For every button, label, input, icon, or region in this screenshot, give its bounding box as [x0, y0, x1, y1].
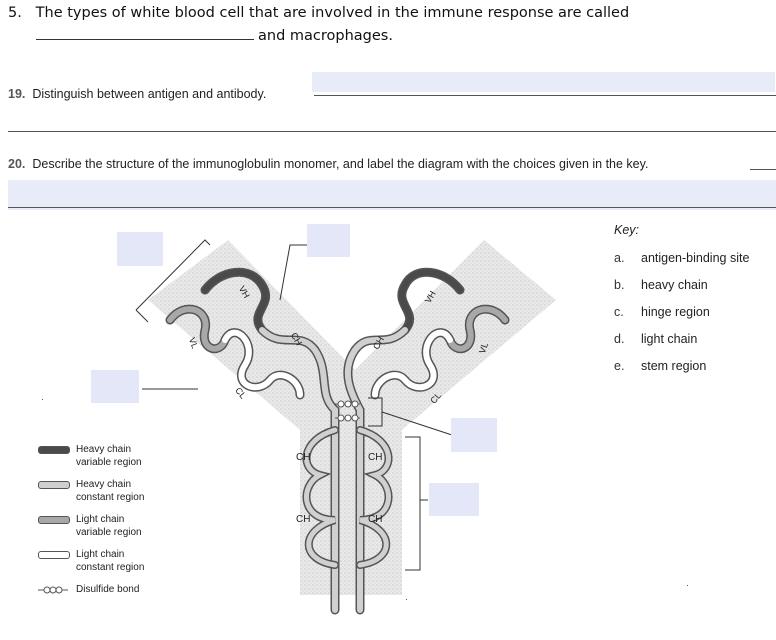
light-variable-swatch	[38, 516, 70, 524]
key-title: Key:	[614, 223, 749, 237]
print-speck	[42, 399, 43, 400]
legend-item: Light chain constant region	[38, 548, 166, 574]
answer-box-light-chain[interactable]	[91, 370, 139, 403]
key-label: heavy chain	[641, 278, 708, 305]
ch-label-right-mid: CH	[368, 452, 382, 463]
key-label: stem region	[641, 359, 706, 386]
heavy-variable-swatch	[38, 446, 70, 454]
key-letter: c.	[614, 305, 641, 332]
print-speck	[406, 599, 407, 600]
key-item: b.heavy chain	[614, 278, 749, 305]
legend-label: Heavy chain variable region	[76, 443, 166, 469]
ch-label-left-mid: CH	[296, 452, 310, 463]
legend-item: Heavy chain constant region	[38, 478, 166, 504]
legend-item: Disulfide bond	[38, 583, 166, 596]
diagram-legend: Heavy chain variable region Heavy chain …	[38, 443, 166, 605]
key-item: e.stem region	[614, 359, 749, 386]
key-label: hinge region	[641, 305, 710, 332]
top-pointer-line	[280, 245, 308, 300]
answer-box-stem[interactable]	[429, 483, 479, 516]
legend-item: Light chain variable region	[38, 513, 166, 539]
legend-label: Disulfide bond	[76, 583, 166, 596]
key-item: a.antigen-binding site	[614, 251, 749, 278]
light-constant-swatch	[38, 551, 70, 559]
print-speck	[687, 585, 688, 586]
legend-label: Heavy chain constant region	[76, 478, 166, 504]
ch-label-left-low: CH	[296, 514, 310, 525]
key-letter: e.	[614, 359, 641, 386]
answer-box-hinge[interactable]	[451, 418, 497, 452]
stem-bracket	[405, 437, 420, 570]
legend-label: Light chain variable region	[76, 513, 166, 539]
legend-item: Heavy chain variable region	[38, 443, 166, 469]
key-item: c.hinge region	[614, 305, 749, 332]
answer-box-top[interactable]	[307, 224, 350, 257]
key-item: d.light chain	[614, 332, 749, 359]
key-letter: d.	[614, 332, 641, 359]
key-label: antigen-binding site	[641, 251, 749, 278]
key-letter: a.	[614, 251, 641, 278]
disulfide-bond-icon	[38, 586, 68, 594]
answer-key: Key: a.antigen-binding site b.heavy chai…	[614, 223, 749, 386]
heavy-constant-swatch	[38, 481, 70, 489]
key-letter: b.	[614, 278, 641, 305]
ch-label-right-low: CH	[368, 514, 382, 525]
answer-box-antigen-site[interactable]	[117, 232, 163, 266]
legend-label: Light chain constant region	[76, 548, 166, 574]
key-label: light chain	[641, 332, 697, 359]
